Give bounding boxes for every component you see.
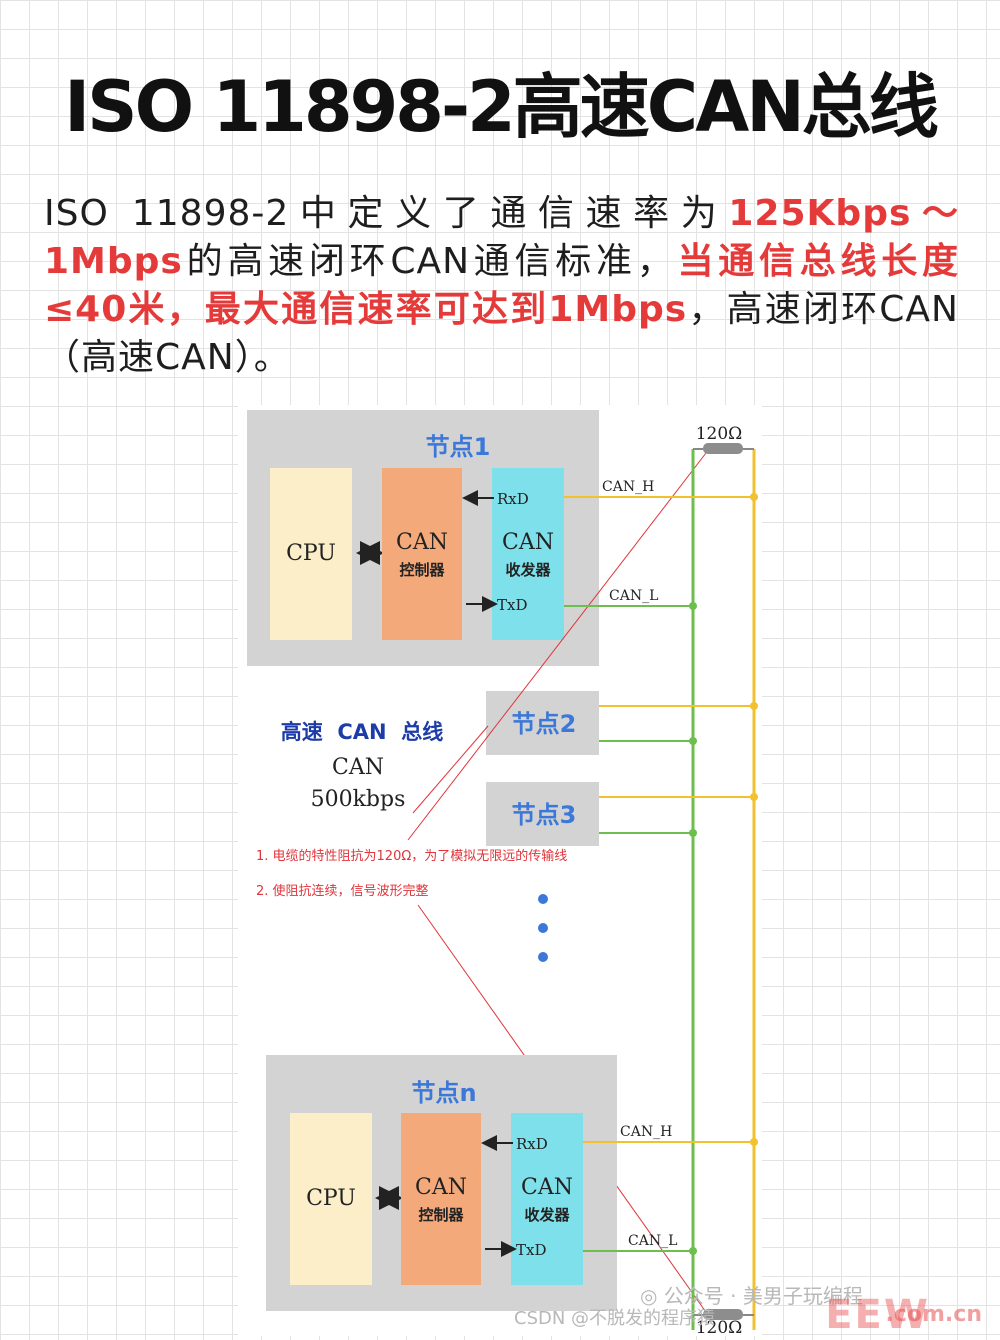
node-n-controller-label: CAN (415, 1175, 467, 1200)
intro-text-1: ISO 11898-2中定义了通信速率为 (44, 193, 729, 234)
node-1-can-h-label: CAN_H (602, 479, 654, 495)
node-1-controller-label: CAN (396, 530, 448, 555)
node-n-rxd-label: RxD (516, 1135, 548, 1153)
bus-label: 高速 CAN 总线 (281, 720, 443, 744)
node-1-cpu-box (270, 468, 352, 640)
node-1-can-h-junction (750, 493, 758, 501)
page-title: ISO 11898-2高速CAN总线 (64, 66, 939, 148)
node-n-controller-sub: 控制器 (418, 1206, 464, 1224)
more-nodes-dot (538, 894, 548, 904)
node-2-can-h-junction (750, 702, 758, 710)
eew-domain: .com.cn (885, 1302, 983, 1327)
intro-text-2: 的高速闭环CAN通信标准， (182, 241, 678, 282)
node-n-cpu-box (290, 1113, 372, 1285)
can-bus-diagram-svg: 节点1 CPU CAN 控制器 CAN 收发器 RxD TxD 节点2 节点3 … (247, 410, 758, 1338)
node-1-controller-sub: 控制器 (399, 561, 445, 579)
intro-highlight-length: 当通信总线长度≤40米，最大通信速率可达到1Mbps (44, 241, 959, 330)
node-n-title: 节点n (411, 1079, 476, 1107)
node-n-transceiver-box (511, 1113, 583, 1285)
node-1-can-l-junction (689, 602, 697, 610)
more-nodes-dot (538, 923, 548, 933)
node-3-title: 节点3 (512, 801, 577, 829)
intro-paragraph: ISO 11898-2中定义了通信速率为125Kbps～1Mbps的高速闭环CA… (44, 190, 959, 382)
intro-text-3: ，高速闭环CAN（高速CAN）。 (44, 289, 959, 378)
node-n-can-l-junction (689, 1247, 697, 1255)
node-3-box (486, 782, 599, 846)
node-1: 节点1 CPU CAN 控制器 CAN 收发器 RxD TxD (247, 410, 599, 666)
node-n-controller-box (401, 1113, 481, 1285)
node-1-transceiver-label: CAN (502, 530, 554, 555)
eew-logo: EEW (825, 1292, 930, 1338)
note-pointer-node2 (412, 725, 489, 814)
terminator-bottom-label: 120Ω (696, 1318, 743, 1336)
node-1-controller-box (382, 468, 462, 640)
node-n-transceiver-label: CAN (521, 1175, 573, 1200)
node-n-transceiver-sub: 收发器 (524, 1206, 570, 1224)
wechat-watermark: ◎ 公众号 · 美男子玩编程 (640, 1284, 863, 1308)
node-3-can-h-junction (750, 793, 758, 801)
more-nodes-dot (538, 952, 548, 962)
terminator-top-resistor (703, 443, 743, 454)
node-n-txd-label: TxD (516, 1241, 547, 1259)
node-1-cpu-label: CPU (286, 541, 336, 566)
termination-note-1: 1. 电缆的特性阻抗为120Ω，为了模拟无限远的传输线 (256, 848, 567, 864)
note-pointer-top (407, 452, 707, 841)
termination-note-2: 2. 使阻抗连续，信号波形完整 (256, 883, 429, 899)
node-2-box (486, 691, 599, 755)
node-1-transceiver-sub: 收发器 (505, 561, 551, 579)
terminator-bottom-resistor (703, 1309, 743, 1320)
node-n: 节点n CPU CAN 控制器 CAN 收发器 RxD TxD (266, 1055, 617, 1311)
terminator-top-label: 120Ω (696, 424, 743, 444)
node-1-can-l-label: CAN_L (609, 588, 658, 604)
node-n-can-l-label: CAN_L (628, 1233, 677, 1249)
node-1-txd-label: TxD (497, 596, 528, 614)
can-bus-diagram: 节点1 CPU CAN 控制器 CAN 收发器 RxD TxD 节点2 节点3 … (238, 405, 762, 1338)
node-2-title: 节点2 (512, 710, 577, 738)
node-n-can-h-junction (750, 1138, 758, 1146)
node-n-can-h-label: CAN_H (620, 1124, 672, 1140)
node-1-transceiver-box (492, 468, 564, 640)
bus-can-label: CAN (332, 755, 384, 780)
bus-speed-label: 500kbps (311, 787, 406, 812)
node-2-can-l-junction (689, 737, 697, 745)
node-1-title: 节点1 (426, 433, 491, 461)
node-3-can-l-junction (689, 829, 697, 837)
csdn-watermark: CSDN @不脱发的程序猿 (514, 1308, 716, 1329)
wechat-icon: ◎ (640, 1284, 664, 1308)
intro-highlight-speed: 125Kbps～1Mbps (44, 193, 959, 282)
node-1-rxd-label: RxD (497, 490, 529, 508)
node-n-cpu-label: CPU (306, 1186, 356, 1211)
